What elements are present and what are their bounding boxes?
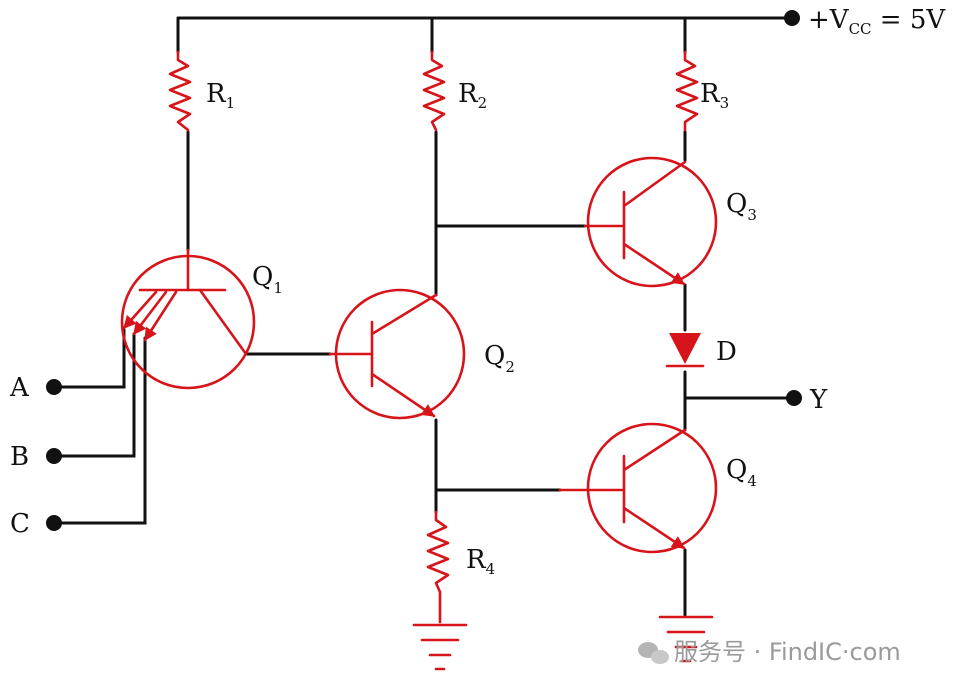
- q3-label: Q3: [726, 189, 757, 224]
- resistor-r1: [168, 50, 192, 132]
- input-a-label: A: [9, 373, 30, 403]
- watermark: 服务号 · FindIC·com: [638, 638, 901, 666]
- diode-d: [665, 333, 705, 368]
- input-c-terminal: [46, 515, 62, 531]
- chat-bubble-icon: [638, 642, 669, 664]
- input-a-terminal: [46, 379, 62, 395]
- ground-q4: [658, 615, 714, 663]
- vcc-label: +VCC = 5V: [808, 5, 946, 38]
- transistor-q2: [328, 288, 466, 420]
- input-b-terminal: [46, 448, 62, 464]
- resistor-r3: [675, 50, 699, 132]
- output-y-terminal: [786, 390, 802, 406]
- r3-label: R3: [700, 79, 729, 112]
- transistor-q1: [120, 248, 256, 390]
- watermark-text: 服务号 · FindIC·com: [674, 638, 901, 666]
- r1-label: R1: [206, 79, 235, 112]
- transistor-q4: [558, 422, 718, 554]
- ground-r4: [412, 623, 468, 671]
- q1-label: Q1: [252, 262, 283, 297]
- q2-label: Q2: [484, 341, 515, 376]
- output-y-label: Y: [809, 385, 828, 415]
- diode-label: D: [716, 337, 737, 367]
- input-c-label: C: [10, 509, 30, 539]
- input-b-label: B: [10, 442, 29, 472]
- resistor-r4: [426, 510, 450, 594]
- q4-label: Q4: [726, 455, 757, 490]
- resistor-r2: [422, 50, 446, 132]
- r4-label: R4: [466, 545, 495, 578]
- vcc-terminal: [784, 10, 800, 26]
- transistor-q3: [583, 156, 718, 288]
- wiring: [54, 16, 794, 617]
- r2-label: R2: [458, 79, 487, 112]
